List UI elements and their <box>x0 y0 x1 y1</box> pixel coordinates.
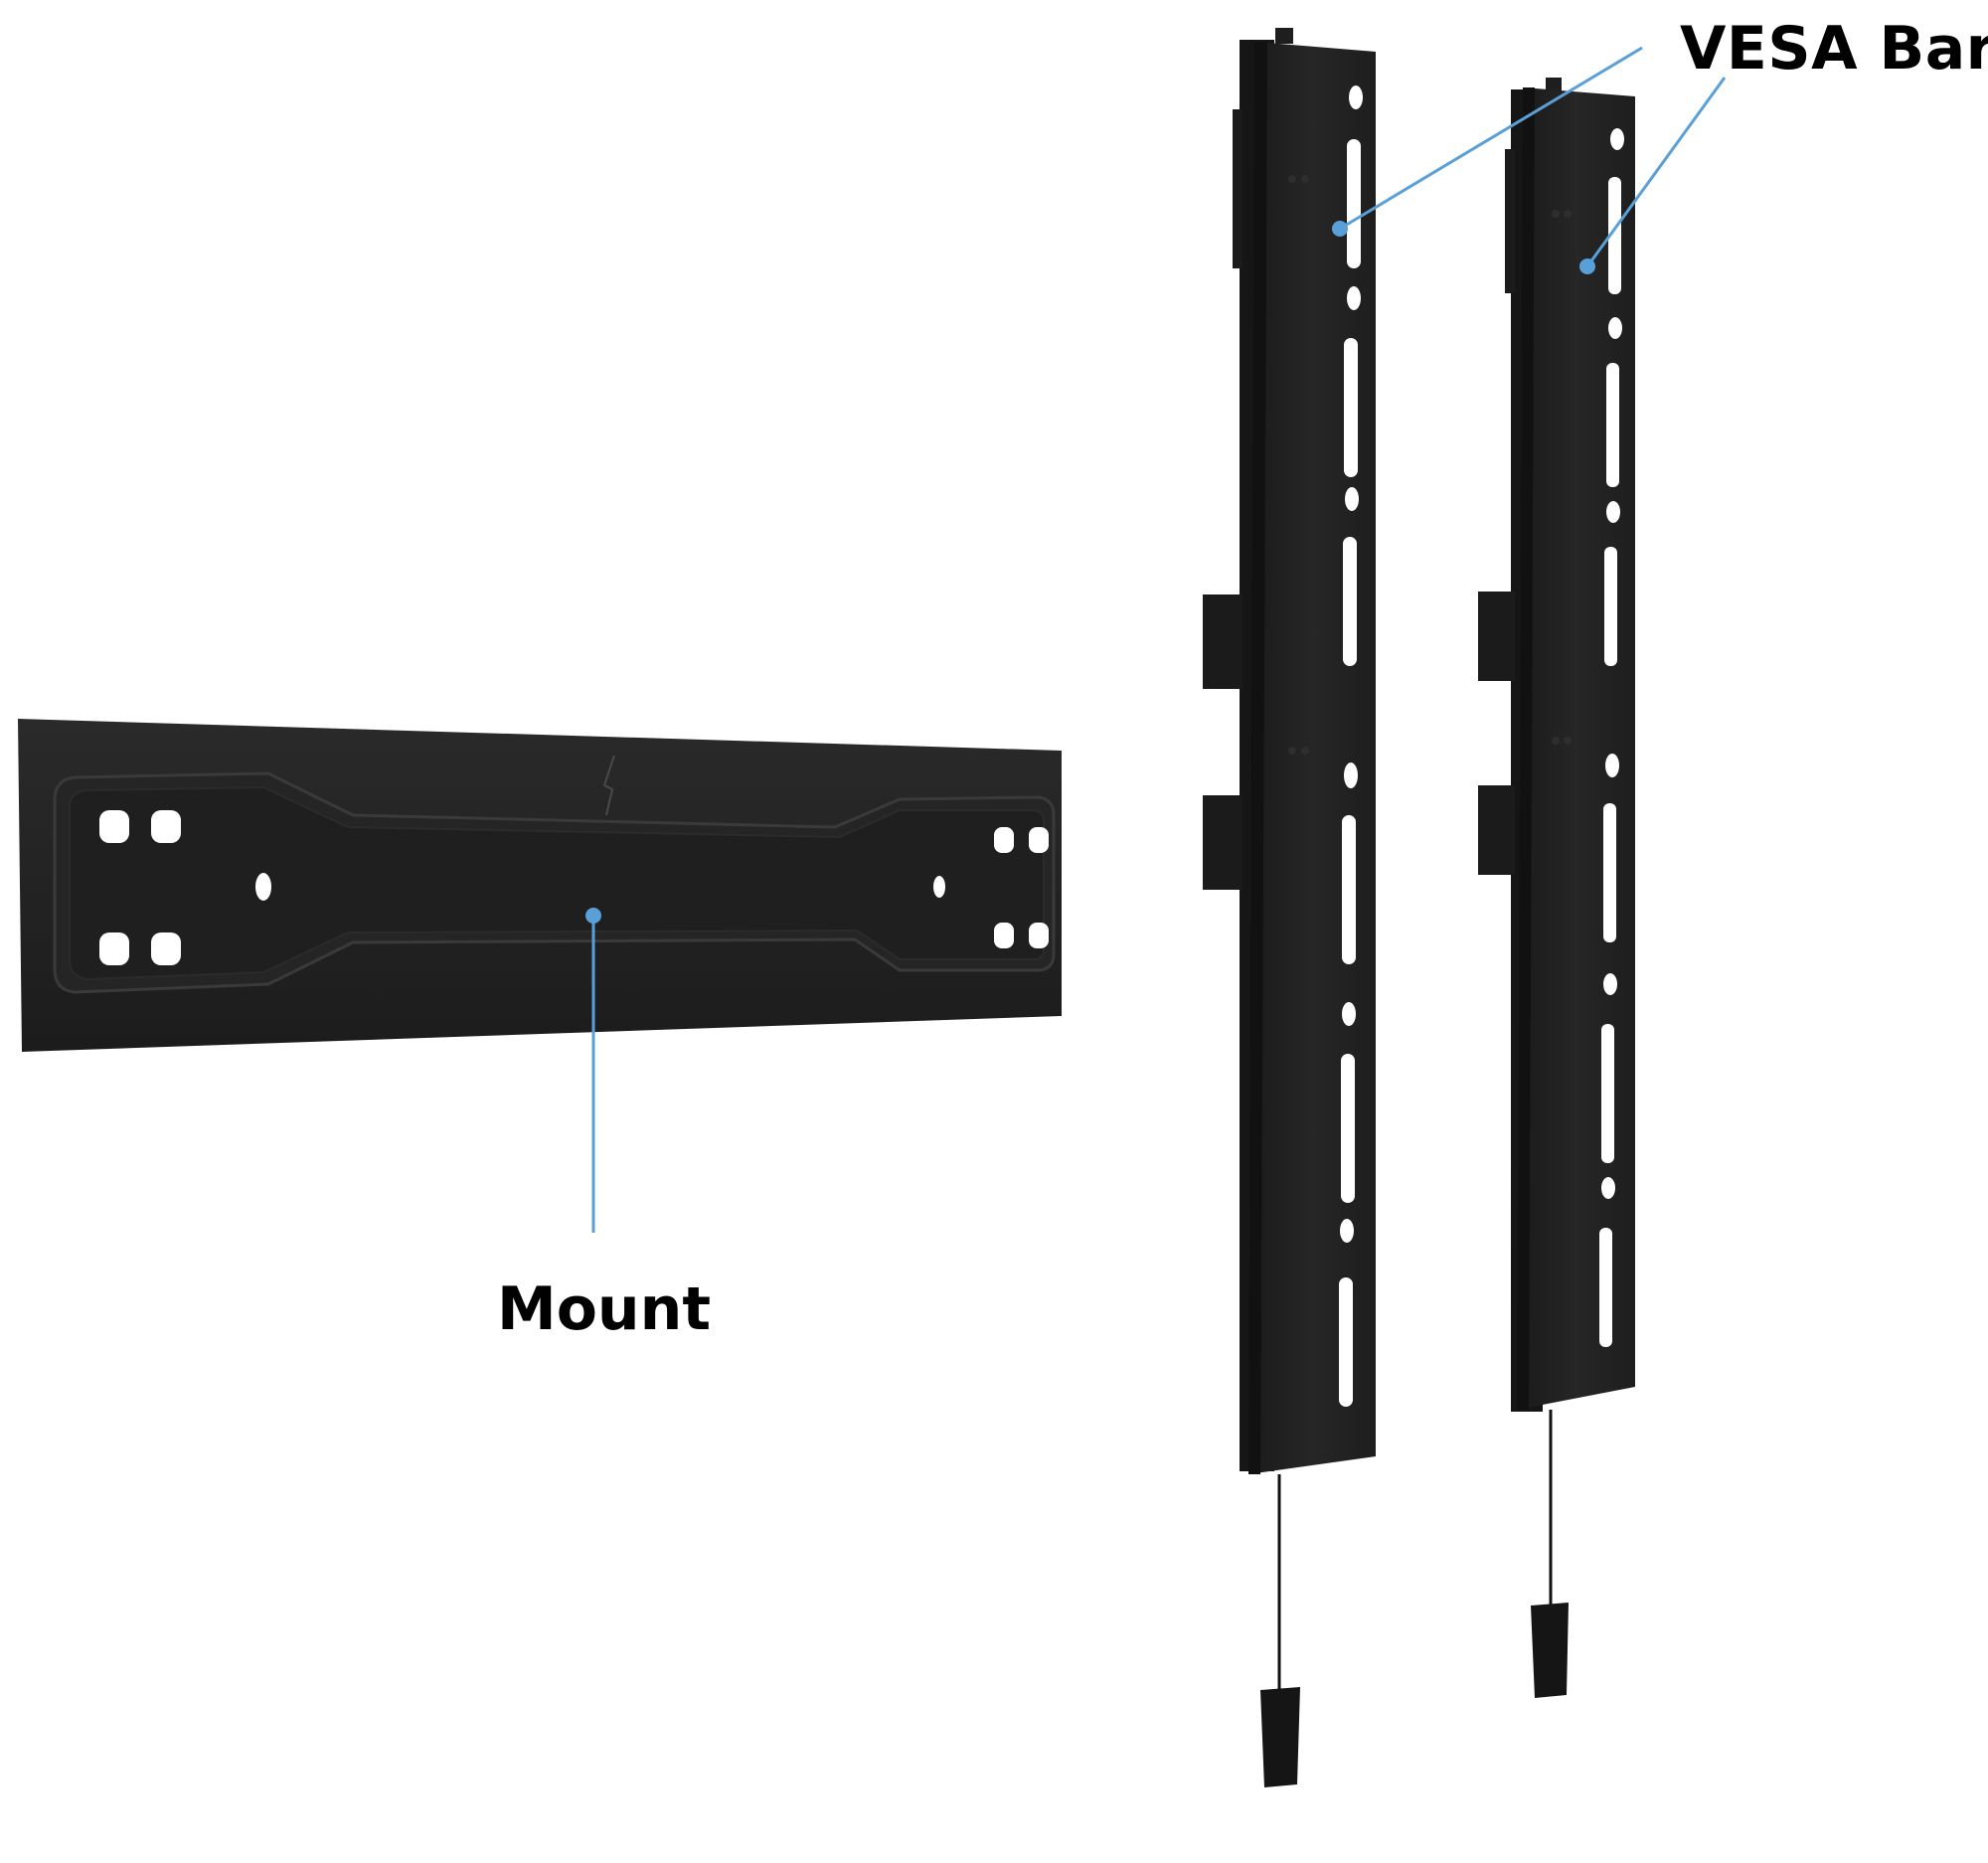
bar-clip <box>1478 785 1515 875</box>
callout-vesa <box>1332 46 1727 274</box>
pull-tab <box>1260 1687 1300 1787</box>
mount-hole <box>99 932 129 965</box>
vesa-bars-label: VESA Bars <box>1680 14 1988 84</box>
callout-dot <box>585 908 601 924</box>
mount-hole <box>994 827 1014 853</box>
bar-clip <box>1203 594 1242 689</box>
bar-clip <box>1478 592 1515 681</box>
vesa-bar-left <box>1203 28 1376 1787</box>
mount-hole <box>151 932 181 965</box>
mount-plate <box>18 719 1062 1052</box>
vesa-bar-right <box>1478 78 1635 1698</box>
mount-hole <box>1029 923 1049 948</box>
callout-dot <box>1579 258 1595 274</box>
callout-dot <box>1332 221 1348 237</box>
pull-tab <box>1531 1603 1569 1698</box>
mount-hole <box>99 810 129 843</box>
mount-label: Mount <box>497 1274 712 1344</box>
bar-clip <box>1203 795 1242 890</box>
mount-hole <box>1029 827 1049 853</box>
mount-hole <box>994 923 1014 948</box>
callout-mount <box>585 908 601 1233</box>
mount-hole <box>255 873 271 901</box>
mount-hole <box>933 876 945 898</box>
mount-hole <box>151 810 181 843</box>
